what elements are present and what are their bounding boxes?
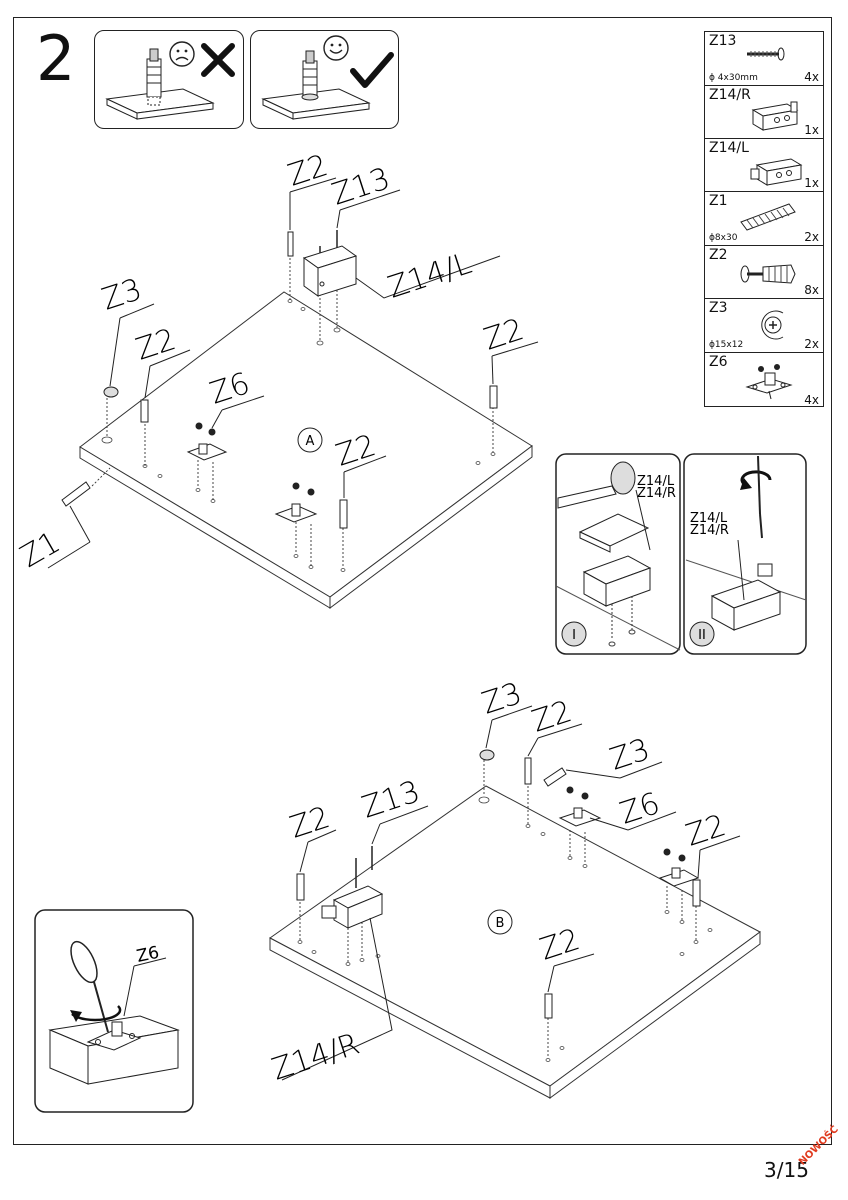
hardware-code: Z14/R (709, 87, 751, 103)
hardware-code: Z14/L (709, 140, 749, 156)
hardware-spec: ϕ8x30 (709, 233, 738, 243)
hardware-code: Z2 (709, 247, 728, 263)
hardware-row: Z14/R 1x (705, 86, 823, 139)
label-z2: Z2 (284, 148, 333, 194)
check-icon (350, 52, 394, 88)
panel-b: B Z3 Z2 Z3 Z13 Z2 Z6 Z2 Z2 Z14/R (268, 676, 761, 1099)
screw-icon (747, 47, 785, 61)
right-way-panel (250, 30, 399, 129)
hardware-row: Z1 ϕ8x30 2x (705, 192, 823, 246)
hardware-spec: ϕ15x12 (709, 340, 744, 350)
hinge-plate-icon (745, 364, 793, 400)
detail-ii-number: II (698, 628, 706, 643)
detail-hinge-label: Z6 (135, 943, 161, 967)
detail-i-number: I (572, 628, 576, 643)
hardware-qty: 4x (804, 70, 819, 84)
label-z2: Z2 (480, 312, 529, 358)
confirmat-bolt-icon (740, 264, 796, 284)
hardware-row: Z2 8x (705, 246, 823, 299)
hardware-row: Z6 4x (705, 353, 823, 408)
hardware-code: Z6 (709, 354, 728, 370)
hardware-qty: 1x (804, 123, 819, 137)
smiley-face-icon (323, 35, 349, 61)
detail-i: Z14/L Z14/R I (555, 453, 681, 655)
hardware-code: Z3 (709, 300, 728, 316)
label-z6: Z6 (616, 786, 665, 832)
hardware-qty: 2x (804, 230, 819, 244)
label-z2: Z2 (132, 322, 181, 368)
sad-face-icon (169, 41, 195, 67)
step-number: 2 (36, 22, 76, 95)
cross-icon (201, 43, 235, 77)
detail-hinge: Z6 (34, 909, 194, 1113)
label-z14r: Z14/R (268, 1027, 364, 1088)
connector-left-icon (750, 158, 803, 186)
panel-b-marker: B (496, 916, 505, 931)
hardware-qty: 1x (804, 176, 819, 190)
label-z14l: Z14/L (384, 246, 476, 306)
detail-ii: Z14/L Z14/R II (683, 453, 807, 655)
hardware-spec: ϕ 4x30mm (709, 73, 758, 83)
hammer-icon (557, 461, 636, 509)
label-z3: Z3 (606, 732, 655, 778)
panel-a: A Z2 Z13 Z14/L Z3 Z2 Z6 Z2 Z2 Z1 (15, 148, 539, 609)
label-z13: Z13 (328, 161, 395, 212)
dowel-icon (740, 203, 796, 231)
hardware-row: Z14/L 1x (705, 139, 823, 192)
wrong-way-panel (94, 30, 244, 129)
screwdriver-icon (70, 940, 122, 1033)
panel-a-marker: A (306, 434, 315, 449)
hardware-code: Z1 (709, 193, 728, 209)
hardware-qty: 2x (804, 337, 819, 351)
hardware-qty: 8x (804, 283, 819, 297)
hardware-row: Z13 ϕ 4x30mm 4x (705, 32, 823, 86)
hardware-table: Z13 ϕ 4x30mm 4x Z14/R 1x Z14/L (704, 31, 824, 407)
label-z2: Z2 (528, 694, 577, 740)
page-number: 3/15 (764, 1158, 809, 1182)
hardware-qty: 4x (804, 393, 819, 407)
label-z2: Z2 (682, 808, 731, 854)
hardware-row: Z3 ϕ15x12 2x (705, 299, 823, 353)
label-z3: Z3 (98, 272, 147, 318)
hardware-code: Z13 (709, 33, 737, 49)
label-z2: Z2 (286, 800, 335, 846)
screwdriver-rotate-icon (740, 455, 772, 515)
label-z1: Z1 (15, 525, 67, 575)
detail-ii-label-r: Z14/R (690, 523, 729, 538)
right-way-illustration (261, 50, 371, 120)
connector-right-icon (751, 101, 799, 131)
instruction-sheet (13, 17, 832, 1145)
wrong-way-illustration (105, 48, 215, 120)
label-z13: Z13 (358, 774, 425, 825)
label-z3: Z3 (478, 676, 527, 722)
detail-i-label-r: Z14/R (637, 486, 676, 501)
detail-i-label-l: Z14/L (637, 474, 675, 489)
detail-ii-label-l: Z14/L (690, 511, 728, 526)
cam-lock-icon (761, 310, 784, 340)
